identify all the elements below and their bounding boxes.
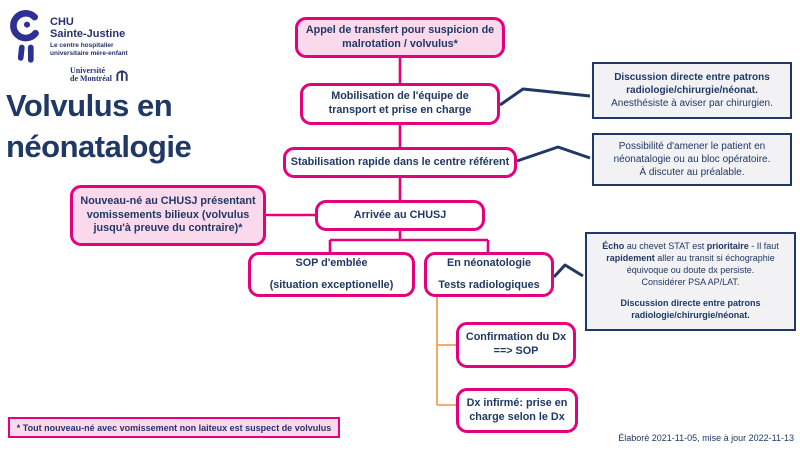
node-confirmation-dx: Confirmation du Dx ==> SOP [456, 322, 576, 368]
note-line: néonatalogie ou au bloc opératoire. [613, 154, 771, 165]
note-discussion-patrons: Discussion directe entre patrons radiolo… [592, 62, 792, 119]
node-sop-emblee: SOP d'emblée (situation exceptionelle) [248, 252, 415, 297]
title-line2: néonatalogie [6, 128, 192, 164]
note-line: Écho au chevet STAT est prioritaire - Il… [602, 241, 779, 252]
udem-logo: Université de Montréal [70, 66, 238, 84]
node-mobilisation-equipe: Mobilisation de l'équipe de transport et… [300, 83, 500, 125]
logo-tagline-line2: universitaire mère-enfant [50, 49, 128, 57]
udem-line2: de Montréal [70, 74, 112, 84]
node-line: SOP d'emblée [295, 256, 368, 269]
note-line: Discussion directe entre patrons [620, 297, 761, 308]
node-line: vomissements bilieux (volvulus [86, 208, 250, 221]
orange-connectors [436, 297, 456, 406]
title-line1: Volvulus en [6, 88, 173, 123]
node-line: malrotation / volvulus* [342, 37, 458, 50]
node-stabilisation: Stabilisation rapide dans le centre réfé… [283, 147, 517, 178]
node-line: (situation exceptionelle) [269, 278, 394, 291]
node-line: Nouveau-né au CHUSJ présentant [80, 194, 256, 207]
node-line: Mobilisation de l'équipe de [331, 90, 469, 103]
revision-date: Élaboré 2021-11-05, mise à jour 2022-11-… [618, 433, 794, 443]
note-line: radiologie/chirurgie/néonat. [631, 309, 750, 320]
note-discussion-repeat: Discussion directe entre patrons radiolo… [593, 298, 788, 322]
note-line: Discussion directe entre patrons [614, 72, 770, 83]
footnote-text: * Tout nouveau-né avec vomissement non l… [16, 422, 332, 433]
chu-logo-text: CHU Sainte-Justine Le centre hospitalier… [50, 16, 128, 58]
udem-logo-icon [116, 70, 128, 82]
node-line: Confirmation du Dx [465, 331, 567, 344]
node-line: Dx infirmé: prise en [466, 396, 568, 409]
note-line: Anesthésiste à aviser par chirurgien. [611, 98, 773, 109]
note-line: À discuter au préalable. [639, 167, 745, 178]
note-line: rapidement aller au transit si échograph… [606, 253, 775, 264]
chu-sainte-justine-logo-icon [10, 10, 39, 63]
node-line: Tests radiologiques [438, 278, 540, 291]
node-neonatologie-tests: En néonatologie Tests radiologiques [424, 252, 554, 297]
node-nouveau-ne: Nouveau-né au CHUSJ présentant vomisseme… [70, 185, 266, 246]
node-appel-transfert: Appel de transfert pour suspicion de mal… [295, 17, 505, 58]
node-line: jusqu'à preuve du contraire)* [93, 222, 243, 235]
node-line: ==> SOP [493, 345, 539, 357]
note-line: radiologie/chirurgie/néonat. [626, 85, 758, 96]
note-possibilite-patient: Possibilité d'amener le patient en néona… [592, 133, 792, 186]
node-arrivee-chusj: Arrivée au CHUSJ [315, 200, 485, 231]
logo-org-line1: CHU [50, 16, 74, 28]
note-line: équivoque ou doute dx persiste. [626, 265, 755, 276]
navy-connectors [499, 87, 591, 279]
logo-org-line2: Sainte-Justine [50, 28, 126, 41]
logo-tagline-line1: Le centre hospitalier [50, 42, 114, 50]
node-line: En néonatologie [447, 256, 531, 269]
node-line: charge selon le Dx [469, 410, 565, 423]
footnote-box: * Tout nouveau-né avec vomissement non l… [8, 417, 340, 438]
page-title: Volvulus en néonatalogie [6, 86, 192, 168]
node-line: Stabilisation rapide dans le centre réfé… [290, 155, 510, 168]
udem-line1: Université [70, 66, 106, 75]
note-echo-stat: Écho au chevet STAT est prioritaire - Il… [585, 232, 796, 331]
header-logos: CHU Sainte-Justine Le centre hospitalier… [8, 10, 238, 84]
node-line: Arrivée au CHUSJ [353, 208, 447, 221]
node-dx-infirme: Dx infirmé: prise en charge selon le Dx [456, 388, 578, 433]
node-line: Appel de transfert pour suspicion de [305, 23, 495, 36]
note-line: Possibilité d'amener le patient en [618, 141, 766, 152]
node-line: transport et prise en charge [328, 104, 472, 116]
note-line: Considérer PSA AP/LAT. [641, 277, 740, 287]
